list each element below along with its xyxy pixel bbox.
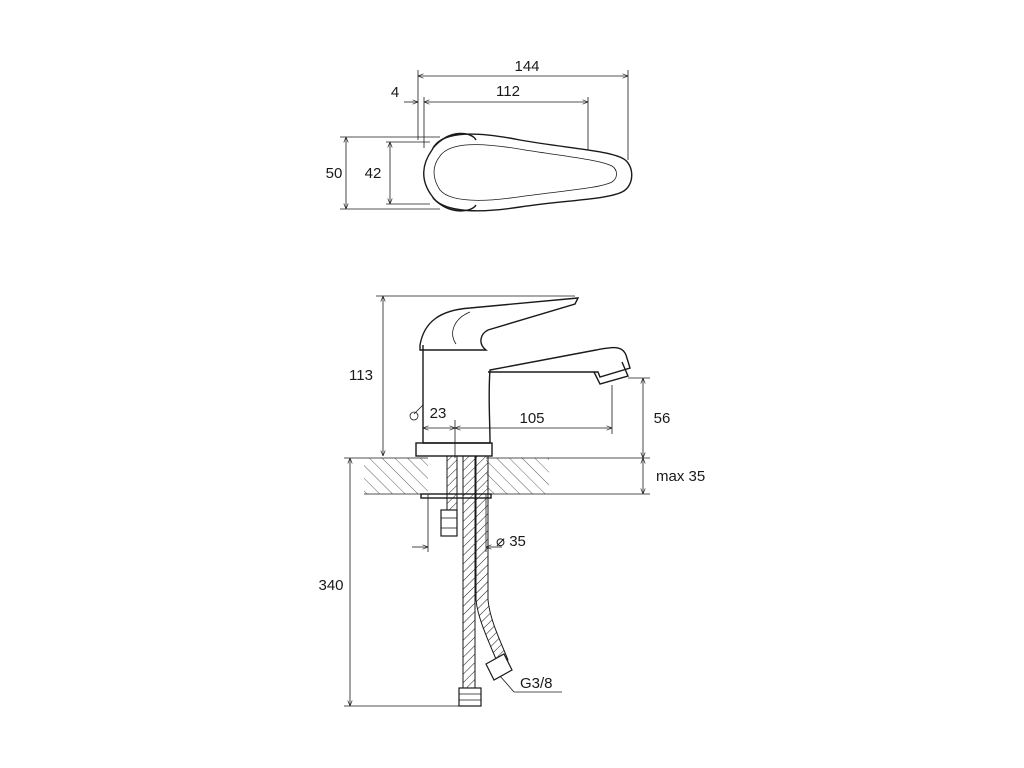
side-view: 113 23 105 56 max 35 ⌀ 35 340 G3/8 <box>318 295 705 707</box>
dim-spout-height: 56 <box>654 410 671 427</box>
aerator <box>593 361 629 385</box>
dim-overall-width: 50 <box>326 165 343 182</box>
hose-left <box>462 455 476 689</box>
handle-top-inner <box>433 144 617 201</box>
dim-overall-length: 144 <box>514 58 539 75</box>
dim-hose-length: 340 <box>318 577 343 594</box>
lever-handle <box>419 297 580 351</box>
dim-hole-diameter: ⌀ 35 <box>496 533 526 550</box>
base-circle-arc <box>432 132 477 212</box>
handle-top-outline <box>423 133 633 212</box>
dim-handle-width: 42 <box>365 165 382 182</box>
dim-handle-length: 112 <box>496 83 520 100</box>
top-view: 144 4 112 50 42 <box>326 58 633 212</box>
hose-nut-right <box>485 653 513 681</box>
dim-counter-thickness: max 35 <box>656 468 705 485</box>
dim-connection-thread: G3/8 <box>520 675 553 692</box>
dim-height: 113 <box>349 367 373 384</box>
threaded-stud <box>446 455 458 511</box>
dim-body-diameter: 23 <box>430 405 447 422</box>
dim-offset: 4 <box>391 84 399 101</box>
hose-right <box>475 455 509 665</box>
hose-nut-left <box>458 687 482 707</box>
dim-spout-reach: 105 <box>519 410 544 427</box>
base-flange <box>415 442 493 457</box>
